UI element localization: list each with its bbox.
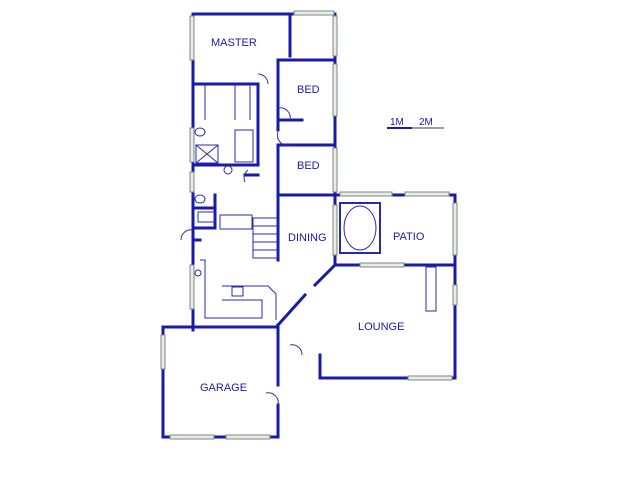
scale-label-1m: 1M	[390, 117, 404, 128]
room-labels: MASTER BED BED DINING PATIO LOUNGE GARAG…	[200, 37, 425, 394]
stove-icon	[231, 286, 244, 297]
sink-icon	[194, 269, 202, 277]
fixtures	[180, 73, 437, 406]
jacuzzi-icon	[339, 202, 381, 254]
windows	[160, 10, 458, 440]
room-label-bed: BED	[297, 84, 320, 96]
room-label-dining: DINING	[288, 232, 327, 244]
room-label-bed: BED	[297, 160, 320, 172]
scale-label-2m: 2M	[419, 117, 433, 128]
room-label-lounge: LOUNGE	[358, 321, 404, 333]
room-label-patio: PATIO	[393, 231, 425, 243]
room-label-garage: GARAGE	[200, 382, 247, 394]
walls	[161, 12, 457, 439]
vanity-icon	[197, 211, 215, 223]
stairs-icon	[252, 217, 278, 259]
toilet-icon	[194, 194, 206, 204]
column-icon	[425, 266, 437, 312]
bath-icon	[234, 129, 254, 163]
bath-icon	[219, 214, 253, 230]
scale-bar: 1M 2M	[387, 117, 444, 129]
basin-icon	[223, 165, 233, 175]
toilet-icon	[194, 127, 206, 137]
room-label-master: MASTER	[211, 37, 257, 49]
